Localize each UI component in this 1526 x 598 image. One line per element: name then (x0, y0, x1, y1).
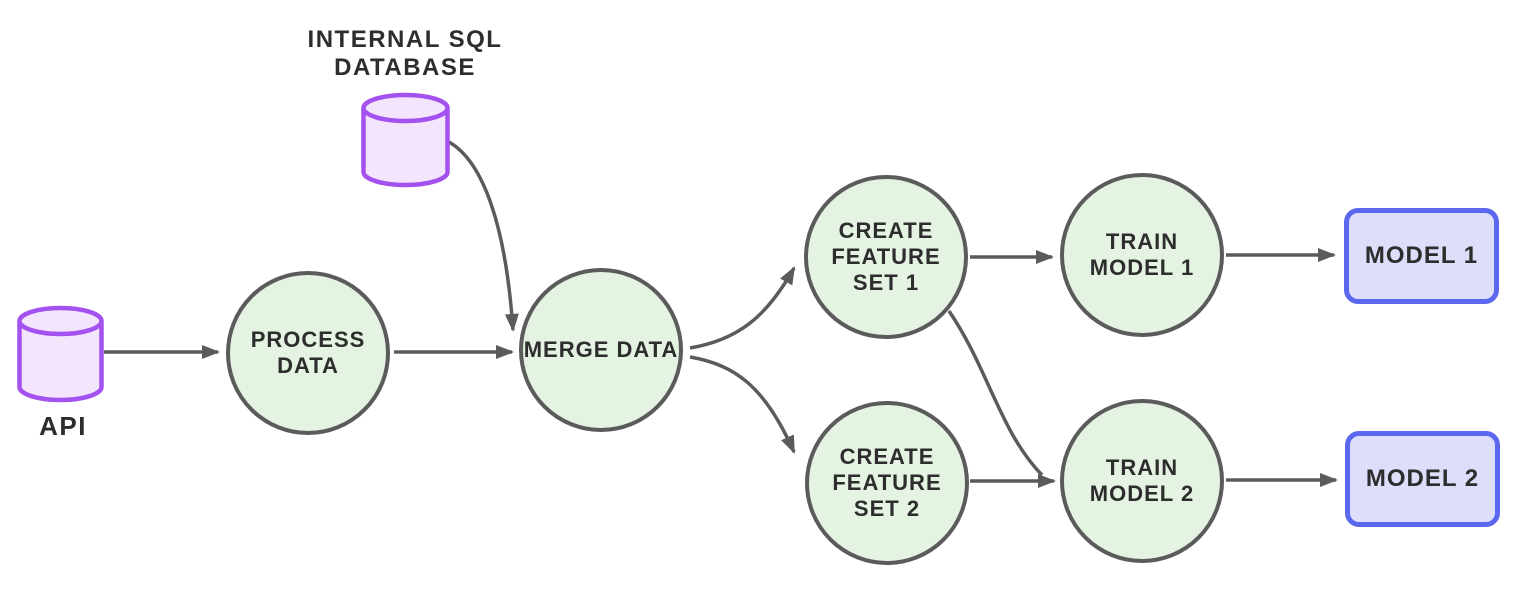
node-model-1-label: MODEL 1 (1364, 241, 1479, 269)
node-model-2: MODEL 2 (1345, 431, 1500, 527)
node-model-2-label: MODEL 2 (1365, 464, 1480, 492)
node-process-data: PROCESS DATA (226, 271, 390, 435)
sql-db-node-label: INTERNAL SQL DATABASE (307, 26, 503, 81)
node-train-model-2: TRAIN MODEL 2 (1060, 399, 1224, 563)
edge-merge-data-to-create-feature-set-1 (689, 266, 796, 350)
node-process-data-label: PROCESS DATA (250, 327, 366, 378)
api-node-label: API (39, 411, 87, 441)
node-merge-data-label: MERGE DATA (523, 337, 679, 363)
node-train-model-2-label: TRAIN MODEL 2 (1089, 455, 1195, 506)
node-create-feature-set-2-label: CREATE FEATURE SET 2 (832, 444, 942, 521)
edge-merge-data-to-create-feature-set-2 (689, 355, 796, 454)
node-merge-data: MERGE DATA (519, 268, 683, 432)
edge-sql-db-to-merge-data (448, 140, 519, 332)
node-create-feature-set-2: CREATE FEATURE SET 2 (805, 401, 969, 565)
node-create-feature-set-1-label: CREATE FEATURE SET 1 (831, 218, 941, 295)
edge-create-feature-set-1-to-train-model-2 (947, 310, 1044, 477)
sql-database-icon (361, 92, 450, 188)
node-create-feature-set-1: CREATE FEATURE SET 1 (804, 175, 968, 339)
node-train-model-1-label: TRAIN MODEL 1 (1089, 229, 1195, 280)
node-model-1: MODEL 1 (1344, 208, 1499, 304)
api-database-icon (17, 305, 104, 403)
node-train-model-1: TRAIN MODEL 1 (1060, 173, 1224, 337)
